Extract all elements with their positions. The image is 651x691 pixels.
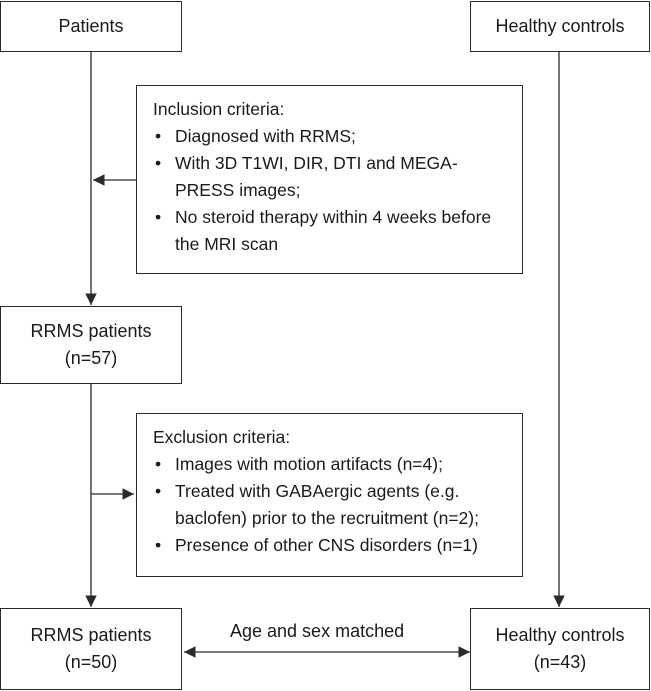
rrms-57-line2: (n=57) (64, 348, 118, 368)
patients-label: Patients (58, 16, 124, 36)
healthy-controls-bottom-line2: (n=43) (533, 652, 587, 672)
exclusion-item: Presence of other CNS disorders (n=1) (153, 532, 508, 559)
rrms-patients-50-box: RRMS patients (n=50) (0, 608, 182, 690)
rrms-patients-57-box: RRMS patients (n=57) (0, 306, 182, 384)
inclusion-item: With 3D T1WI, DIR, DTI and MEGA-PRESS im… (153, 150, 508, 204)
age-sex-matched-label: Age and sex matched (230, 621, 405, 641)
exclusion-item: Treated with GABAergic agents (e.g. bacl… (153, 478, 508, 532)
healthy-controls-top-label: Healthy controls (495, 16, 625, 36)
inclusion-item: No steroid therapy within 4 weeks before… (153, 204, 508, 258)
rrms-50-line1: RRMS patients (30, 625, 152, 645)
rrms-57-line1: RRMS patients (30, 321, 152, 341)
healthy-controls-top-box: Healthy controls (470, 1, 650, 52)
patients-box: Patients (0, 1, 182, 52)
inclusion-criteria-list: Diagnosed with RRMS; With 3D T1WI, DIR, … (153, 123, 508, 258)
inclusion-criteria-title: Inclusion criteria: (153, 99, 285, 119)
inclusion-item: Diagnosed with RRMS; (153, 123, 508, 150)
rrms-50-line2: (n=50) (64, 652, 118, 672)
exclusion-criteria-box: Exclusion criteria: Images with motion a… (136, 413, 523, 577)
healthy-controls-bottom-line1: Healthy controls (495, 625, 625, 645)
exclusion-item: Images with motion artifacts (n=4); (153, 451, 508, 478)
exclusion-criteria-title: Exclusion criteria: (153, 427, 291, 447)
inclusion-criteria-box: Inclusion criteria: Diagnosed with RRMS;… (136, 85, 523, 274)
healthy-controls-bottom-box: Healthy controls (n=43) (470, 608, 650, 690)
exclusion-criteria-list: Images with motion artifacts (n=4); Trea… (153, 451, 508, 559)
